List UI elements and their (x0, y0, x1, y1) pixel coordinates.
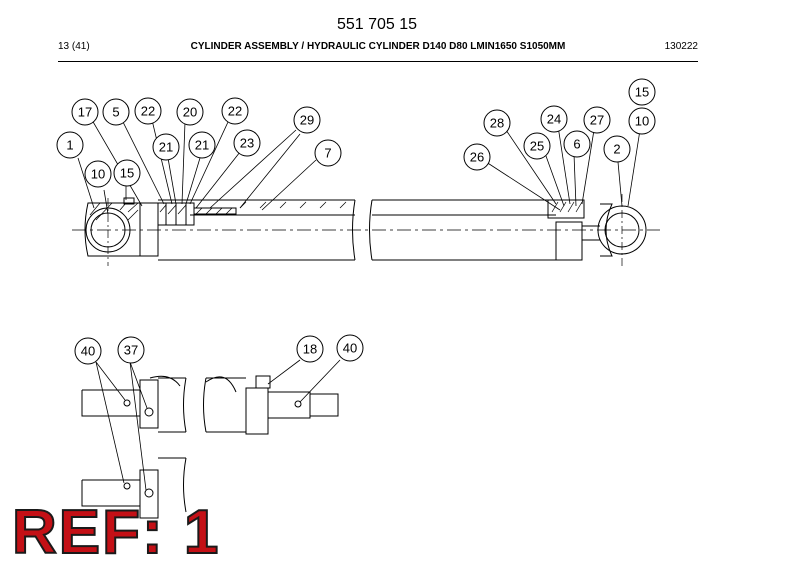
callout: 28 (483, 109, 511, 137)
svg-text:18: 18 (303, 342, 317, 357)
callout: 18 (296, 335, 324, 363)
svg-text:22: 22 (228, 104, 242, 119)
date-code: 130222 (664, 41, 698, 52)
svg-text:27: 27 (590, 113, 604, 128)
svg-text:40: 40 (81, 344, 95, 359)
svg-text:20: 20 (183, 105, 197, 120)
svg-text:37: 37 (124, 343, 138, 358)
callout: 6 (563, 130, 591, 158)
callout: 40 (74, 337, 102, 365)
svg-text:15: 15 (635, 85, 649, 100)
document-title: CYLINDER ASSEMBLY / HYDRAULIC CYLINDER D… (190, 41, 566, 52)
svg-text:23: 23 (240, 136, 254, 151)
svg-text:2: 2 (613, 142, 620, 157)
ref-stamp: REF: 1 (11, 498, 221, 567)
callout: 22 (134, 97, 162, 125)
svg-text:10: 10 (635, 114, 649, 129)
callout: 10 (628, 107, 656, 135)
svg-text:21: 21 (159, 140, 173, 155)
svg-text:24: 24 (547, 112, 561, 127)
callouts-main: 1 17 5 22 20 22 21 21 23 29 7 10 15 28 2… (56, 78, 656, 188)
callout: 5 (102, 98, 130, 126)
svg-text:40: 40 (343, 341, 357, 356)
svg-text:5: 5 (112, 105, 119, 120)
callout: 22 (221, 97, 249, 125)
callout: 21 (188, 131, 216, 159)
svg-text:15: 15 (120, 166, 134, 181)
svg-text:21: 21 (195, 138, 209, 153)
svg-text:26: 26 (470, 150, 484, 165)
callout: 40 (336, 334, 364, 362)
callout: 15 (113, 159, 141, 187)
callout: 23 (233, 129, 261, 157)
callout: 29 (293, 106, 321, 134)
svg-text:1: 1 (66, 138, 73, 153)
callout: 25 (523, 132, 551, 160)
callout: 10 (84, 160, 112, 188)
svg-text:22: 22 (141, 104, 155, 119)
callout: 27 (583, 106, 611, 134)
page-index: 13 (41) (58, 41, 90, 52)
svg-text:28: 28 (490, 116, 504, 131)
cylinder-left-section (84, 197, 356, 261)
callouts-detail: 40 37 18 40 (74, 334, 364, 365)
svg-text:29: 29 (300, 113, 314, 128)
svg-text:17: 17 (78, 105, 92, 120)
cylinder-right-section (369, 199, 647, 261)
callout: 21 (152, 133, 180, 161)
svg-text:6: 6 (573, 137, 580, 152)
header-row: 13 (41) CYLINDER ASSEMBLY / HYDRAULIC CY… (58, 41, 698, 55)
callout: 7 (314, 139, 342, 167)
callout: 2 (603, 135, 631, 163)
svg-text:7: 7 (324, 146, 331, 161)
svg-text:25: 25 (530, 139, 544, 154)
callout: 20 (176, 98, 204, 126)
callout: 24 (540, 105, 568, 133)
section-hatching (89, 201, 347, 221)
callout: 15 (628, 78, 656, 106)
svg-text:10: 10 (91, 167, 105, 182)
leader-lines (77, 119, 641, 215)
callout: 1 (56, 131, 84, 159)
callout: 17 (71, 98, 99, 126)
detail-view-upper (81, 375, 339, 435)
header-rule (58, 61, 698, 62)
detail-view-lower (81, 457, 187, 519)
callout: 26 (463, 143, 491, 171)
part-number: 551 705 15 (336, 16, 418, 33)
callout: 37 (117, 336, 145, 364)
